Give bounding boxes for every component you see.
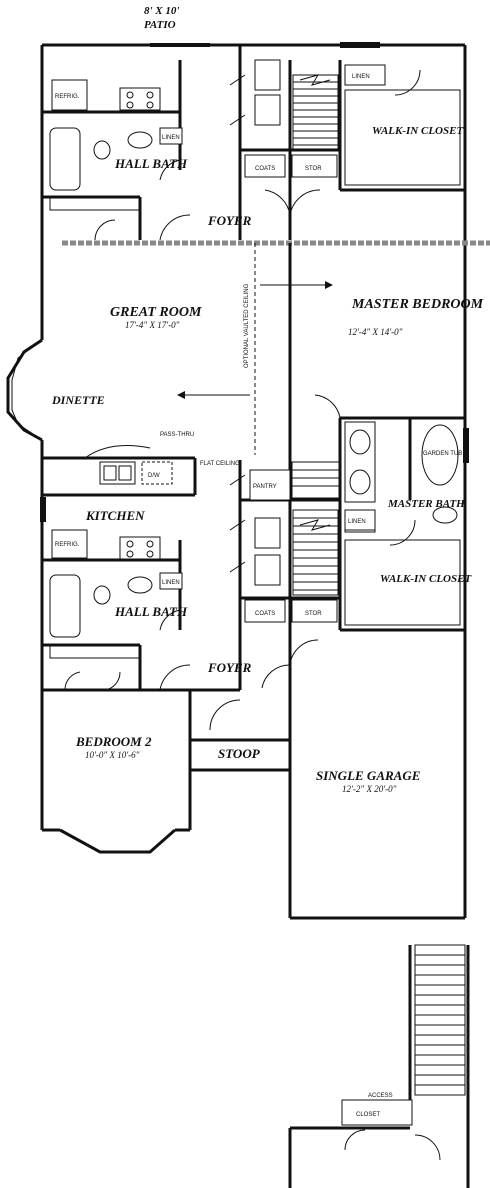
linen-middle-label: LINEN (348, 519, 366, 525)
stor-top-label: STOR (305, 166, 322, 172)
walkin-closet-bottom-label: WALK-IN CLOSET (380, 573, 472, 585)
patio-label: PATIO (144, 19, 176, 31)
range-bottom (119, 536, 161, 560)
range-top (119, 87, 161, 111)
refrigerator-top-label: REFRIG. (55, 94, 80, 100)
fixtures (49, 59, 459, 659)
coats-top-label: COATS (255, 166, 275, 172)
window-right-bath (463, 428, 469, 463)
linen-top-right-label: LINEN (352, 74, 370, 80)
tub-top (49, 127, 81, 191)
master-bedroom-size: 12'-4" X 14'-0" (348, 327, 403, 337)
arrow-head-right (325, 281, 333, 289)
master-bedroom-label: MASTER BEDROOM (351, 297, 484, 312)
pantry-label: PANTRY (253, 484, 277, 490)
access-label: ACCESS (368, 1093, 393, 1099)
optional-vaulted-label: OPTIONAL VAULTED CEILING (244, 283, 250, 368)
garden-tub (421, 424, 459, 486)
garage-label: SINGLE GARAGE (316, 768, 421, 783)
refrigerator-bottom-label: REFRIG. (55, 542, 80, 548)
great-room-size: 17'-4" X 17'-0" (125, 320, 180, 330)
hall-bath-bottom-label: HALL BATH (114, 604, 188, 619)
refrigerator-bottom (51, 529, 88, 559)
garage-size: 12'-2" X 20'-0" (342, 784, 397, 794)
arrow-head-left (177, 391, 185, 399)
stairs-detached (288, 944, 470, 1188)
linen-top-label: LINEN (162, 135, 180, 141)
dishwasher (141, 461, 173, 485)
kitchen-label: KITCHEN (85, 508, 145, 523)
stor-bottom-label: STOR (305, 611, 322, 617)
foyer-bottom-label: FOYER (207, 660, 252, 675)
stoop-label: STOOP (218, 746, 261, 761)
hall-bath-top-label: HALL BATH (114, 156, 188, 171)
dinette-label: DINETTE (51, 393, 105, 407)
garden-tub-label: GARDEN TUB (423, 451, 462, 457)
linen-bottom-label: LINEN (162, 580, 180, 586)
dishwasher-label: D/W (148, 473, 160, 479)
tub-bottom (49, 574, 81, 638)
stairs-top (292, 74, 339, 151)
kitchen-sink (99, 461, 136, 485)
foyer-top-label: FOYER (207, 213, 252, 228)
patio-size-label: 8' X 10' (144, 5, 179, 17)
door-swings (64, 69, 441, 1161)
window-top-right (340, 42, 380, 48)
stairs-middle (291, 461, 341, 596)
flat-ceiling-label: FLAT CEILING (200, 461, 240, 467)
bedroom2-label: BEDROOM 2 (75, 734, 152, 749)
coats-bottom-label: COATS (255, 611, 275, 617)
walkin-closet-top-label: WALK-IN CLOSET (372, 125, 464, 137)
pass-thru-label: PASS-THRU (160, 432, 194, 438)
great-room-label: GREAT ROOM (110, 305, 202, 320)
master-bath-label: MASTER BATH (387, 498, 465, 510)
refrigerator-top (51, 79, 88, 111)
bedroom2-size: 10'-0" X 10'-6" (85, 750, 140, 760)
closet-label: CLOSET (356, 1112, 380, 1118)
window-left-kitchen (40, 497, 46, 522)
